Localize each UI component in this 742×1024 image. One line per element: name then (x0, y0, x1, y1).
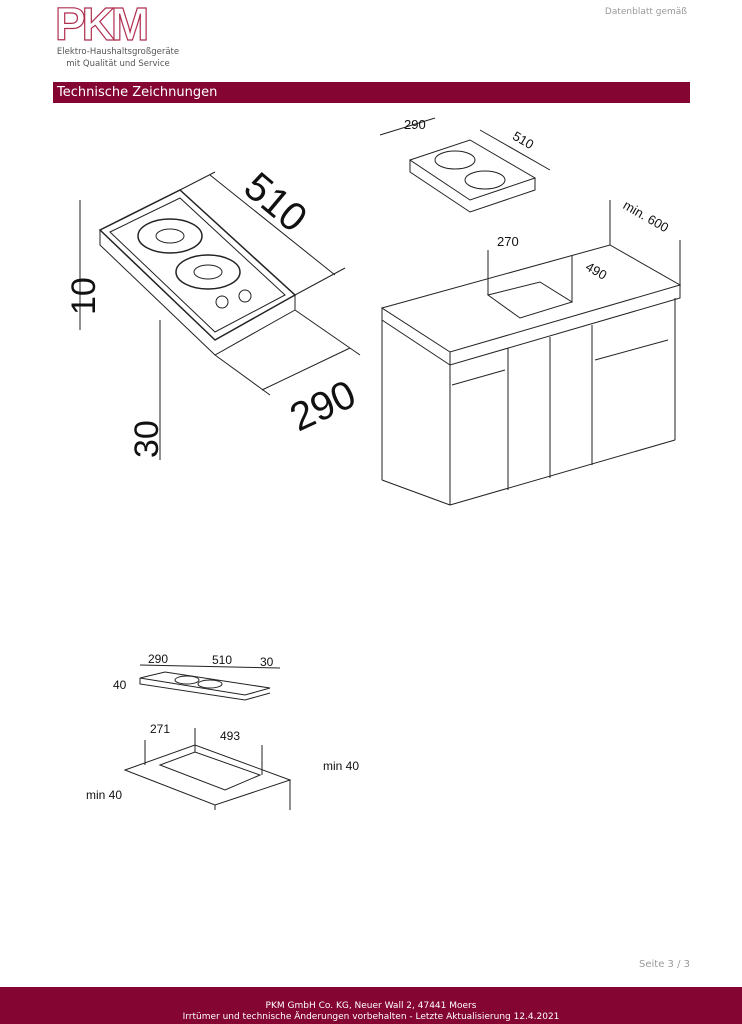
dim-s-30: 30 (260, 655, 274, 669)
dim-cutout-270: 270 (497, 234, 519, 249)
pkm-logo: PKM (54, 0, 151, 44)
section-title: Technische Zeichnungen (53, 82, 690, 103)
footer: PKM GmbH Co. KG, Neuer Wall 2, 47441 Moe… (0, 987, 742, 1024)
hob-perspective-drawing (79, 171, 361, 460)
page-number: Seite 3 / 3 (639, 959, 690, 970)
tagline-line-2: mit Qualität und Service (66, 59, 170, 69)
tagline-line-1: Elektro-Haushaltsgroßgeräte (56, 47, 180, 57)
dim-30: 30 (128, 420, 166, 458)
logo-tagline: Elektro-Haushaltsgroßgeräte mit Qualität… (53, 46, 183, 70)
dim-s-290: 290 (148, 652, 168, 666)
dim-s-min40-right: min 40 (323, 759, 359, 773)
dim-hob-290: 290 (404, 117, 426, 132)
dim-hob-510: 510 (510, 128, 536, 152)
dim-290: 290 (283, 372, 362, 440)
dim-cutout-490: 490 (583, 259, 609, 283)
cabinet-drawing (380, 200, 682, 506)
dim-s-40: 40 (113, 678, 127, 692)
cutout-dimension-drawing (123, 728, 292, 810)
footer-address: PKM GmbH Co. KG, Neuer Wall 2, 47441 Moe… (265, 1001, 477, 1011)
logo-text: PKM (55, 0, 147, 44)
dim-10: 10 (65, 277, 103, 315)
hob-dimension-drawing (139, 664, 281, 701)
dim-s-510: 510 (212, 653, 232, 667)
dim-s-min40-left: min 40 (86, 788, 122, 802)
dim-s-493: 493 (220, 729, 240, 743)
dim-s-271: 271 (150, 722, 170, 736)
dim-510: 510 (236, 164, 315, 241)
document-type: Datenblatt gemäß (604, 7, 687, 17)
hob-install-icon (379, 117, 551, 213)
footer-disclaimer: Irrtümer und technische Änderungen vorbe… (182, 1012, 560, 1022)
dim-min-600: min. 600 (621, 197, 672, 235)
